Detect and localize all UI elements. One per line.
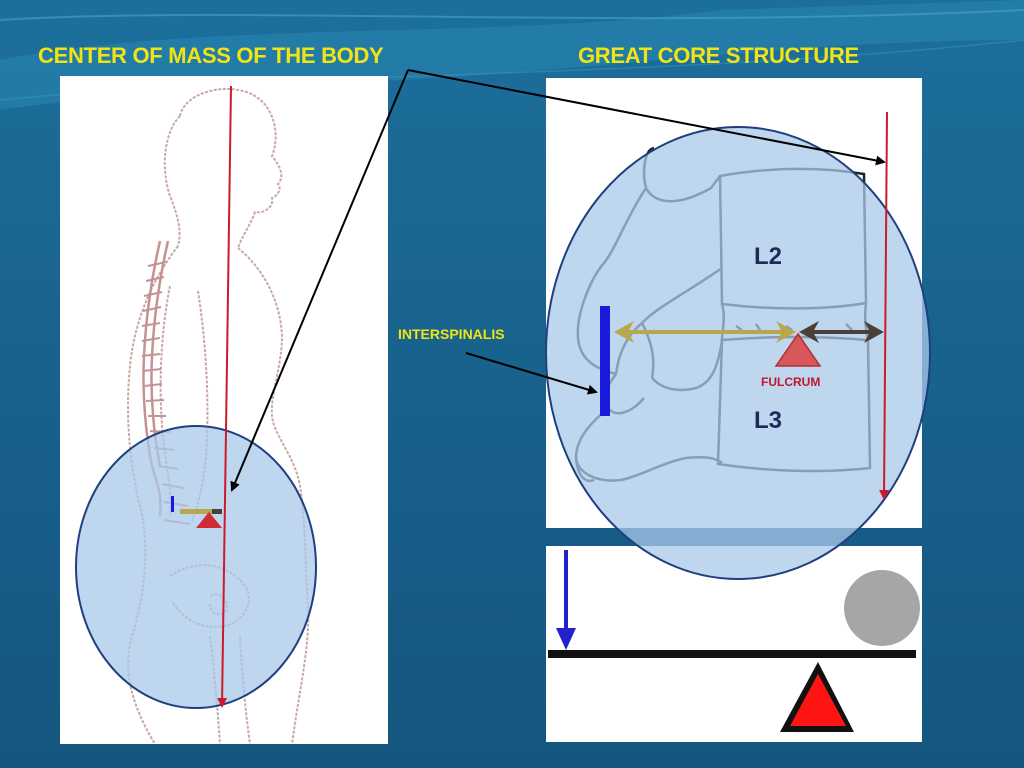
body-panel xyxy=(60,76,388,745)
fulcrum-triangle xyxy=(790,674,846,726)
left-title: CENTER OF MASS OF THE BODY xyxy=(38,43,384,68)
seesaw-panel xyxy=(546,546,922,742)
seesaw-diagram xyxy=(548,550,920,732)
l3-label: L3 xyxy=(754,407,783,434)
l2-label: L2 xyxy=(754,243,783,270)
body-silhouette xyxy=(127,88,310,745)
right-title: GREAT CORE STRUCTURE xyxy=(578,43,859,68)
seesaw-beam xyxy=(548,650,916,658)
weight-ball xyxy=(844,570,920,646)
force-arrow-head xyxy=(556,628,576,650)
vertebrae-panel xyxy=(546,78,922,528)
vertebrae-drawing xyxy=(574,146,872,482)
fulcrum-label: FULCRUM xyxy=(761,375,821,389)
interspinalis-label: INTERSPINALIS xyxy=(398,326,505,342)
